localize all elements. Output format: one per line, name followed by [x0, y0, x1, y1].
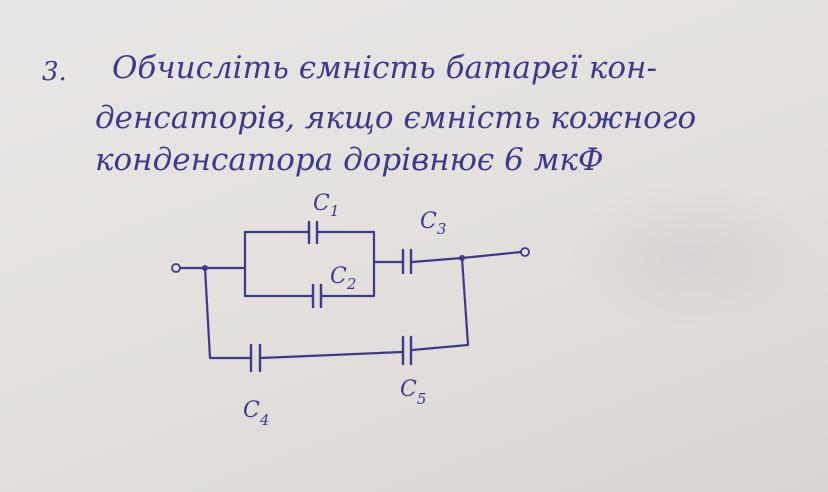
label-c4: C4 — [243, 398, 269, 429]
bottom-right-wire — [410, 256, 470, 352]
c2-right-wire — [320, 260, 376, 298]
label-c2: C2 — [330, 264, 356, 293]
capacitor-labels: C1 C2 C3 C4 C5 — [243, 191, 446, 429]
problem-number: 3. — [42, 57, 67, 87]
circuit-diagram — [171, 220, 530, 373]
right-lead-wire — [460, 250, 523, 260]
problem-line-2: денсаторів, якщо ємність кожного — [95, 100, 696, 136]
paper-shadow — [560, 180, 820, 330]
c1-right-wire — [316, 230, 376, 264]
c3-right-wire — [410, 256, 464, 264]
label-c3: C3 — [420, 209, 446, 238]
problem-line-3: конденсатора дорівнює 6 мкФ — [95, 142, 604, 178]
problem-line-1: Обчисліть ємність батареї кон- — [112, 50, 657, 86]
left-terminal — [171, 263, 181, 273]
bottom-middle-wire — [259, 350, 404, 360]
right-terminal — [520, 247, 530, 257]
label-c5: C5 — [400, 377, 426, 408]
c2-left-wire — [243, 266, 314, 298]
bottom-left-wire — [203, 266, 252, 360]
label-c1: C1 — [313, 191, 339, 220]
c1-left-wire — [243, 230, 310, 270]
